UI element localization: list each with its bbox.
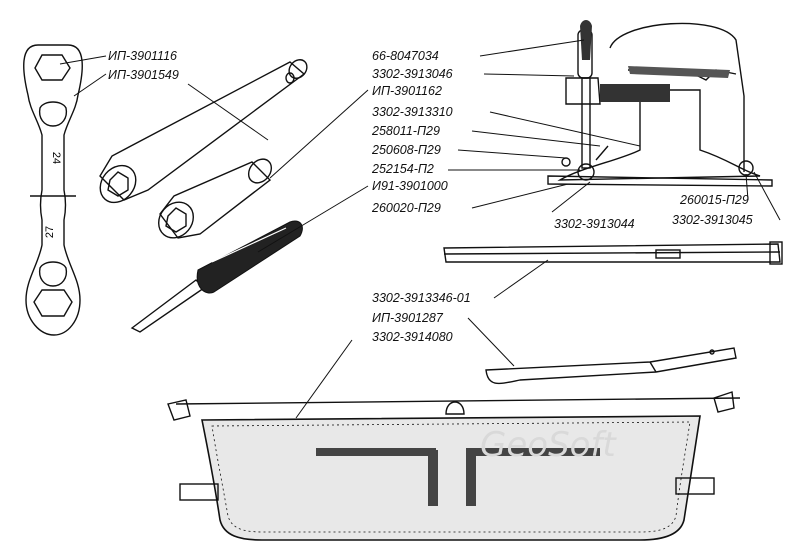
pry-lever <box>485 347 737 385</box>
label-66-8047034: 66-8047034 <box>372 49 439 63</box>
label-3302-3913346-01: 3302-3913346-01 <box>372 291 471 305</box>
label-250608-p29: 250608-П29 <box>371 143 441 157</box>
label-252154-p2: 252154-П2 <box>371 162 434 176</box>
part-labels: ИП-3901116 ИП-3901549 ИП-3901162 И91-390… <box>108 49 753 344</box>
screwdriver <box>130 220 303 333</box>
label-260020-p29: 260020-П29 <box>371 201 441 215</box>
label-3302-3914080: 3302-3914080 <box>372 330 453 344</box>
label-i91-3901000: И91-3901000 <box>372 179 448 193</box>
label-3302-3913044: 3302-3913044 <box>554 217 635 231</box>
label-ip-3901549: ИП-3901549 <box>108 68 179 82</box>
label-3302-3913046: 3302-3913046 <box>372 67 453 81</box>
tool-bag: GeoSoft <box>167 391 741 541</box>
wrench-size-27: 27 <box>44 226 56 238</box>
car-jack <box>547 20 773 187</box>
box-wrench: 24 27 <box>23 44 83 336</box>
wrench-size-24: 24 <box>50 152 62 164</box>
label-ip-3901162: ИП-3901162 <box>372 84 442 98</box>
label-ip-3901116: ИП-3901116 <box>108 49 177 63</box>
label-3302-3913045: 3302-3913045 <box>672 213 753 227</box>
label-ip-3901287: ИП-3901287 <box>372 311 444 325</box>
tube-socket-wrench-short <box>157 158 273 239</box>
watermark-text: GeoSoft <box>480 425 617 465</box>
leader-lines <box>59 39 781 419</box>
jack-handle <box>443 241 783 265</box>
label-260015-p29: 260015-П29 <box>679 193 749 207</box>
label-258011-p29: 258011-П29 <box>371 124 440 138</box>
label-3302-3913310: 3302-3913310 <box>372 105 453 119</box>
tube-socket-wrench-long <box>99 59 308 204</box>
